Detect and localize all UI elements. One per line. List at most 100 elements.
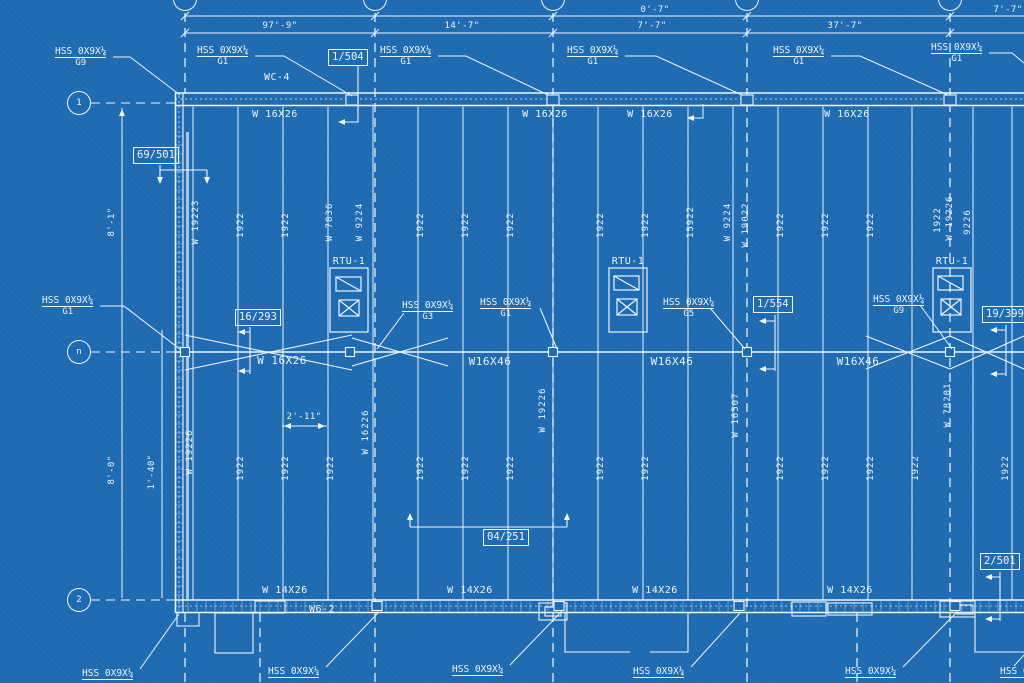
hss-size-label: HSS 0X9X¼ [380,45,432,57]
hss-grade-label: G1 [500,309,512,319]
dimension-tick [742,11,752,21]
joist-tag: 1922 [821,212,831,238]
hss-callout: HSS 0X9X¼ [82,668,134,680]
connection-node [179,346,191,358]
joist-tag: W 78201 [943,382,953,428]
hss-grade-label: G1 [587,57,599,67]
dimension-label: 37'-7" [827,21,863,31]
leader-arrowhead [119,109,125,116]
beam-label: W16X46 [836,355,880,368]
hss-leader [625,55,743,96]
joist-tag: 1922 [776,455,786,481]
joist-tag: W 19226 [538,387,548,433]
detail-callout-box: 1/504 [328,49,368,66]
grid-bubble: 2 [67,588,91,612]
top-chord-beam [175,92,1024,107]
joist-tag: 1922 [236,212,246,238]
detail-callout-box: 04/251 [483,529,529,546]
joist-tag: 1922 [821,455,831,481]
hss-size-label: HSS 0X9X¼ [633,666,685,678]
hss-leader [709,307,746,350]
leader-arrowhead [990,371,997,377]
rtu-label: RTU-1 [332,256,366,267]
beam-label: W 16X26 [522,109,568,120]
grid-bubble-top [541,0,565,11]
joist-tag: W 9224 [723,202,733,242]
leader-arrowhead [985,574,992,580]
hss-size-label: HSS 0X9X¼ [42,295,94,307]
leader-arrowhead [759,366,766,372]
hss-callout: HSS 0X9X¼ [845,666,897,678]
leader-arrowhead [338,119,345,125]
hss-leader [539,307,558,350]
hss-grade-label: G5 [683,309,695,319]
grid-bubble-top [735,0,759,11]
dimension-label-vertical: 8'-0" [107,455,117,485]
beam-label: W 16X26 [257,354,307,367]
hss-leader [509,612,561,666]
hss-leader [325,612,379,668]
connection-node [740,94,754,106]
beam-label: W 16X26 [824,109,870,120]
dimension-label-vertical: 8'-1" [107,207,117,237]
joist-tag: 1922 [236,455,246,481]
grid-bubble-top [173,0,197,11]
leader-arrowhead [985,616,992,622]
joist-tag: 1922 [776,212,786,238]
beam-label: W 14X26 [632,585,678,596]
joist-tag: 1922 [281,212,291,238]
joist-tag: W 19223 [191,199,201,245]
joist-tag: W 19022 [741,202,751,248]
connection-node [944,346,956,358]
connection-node [371,600,383,612]
rtu-label: RTU-1 [935,256,969,267]
dimension-label: 97'-9" [262,21,298,31]
member-tag: W6-2 [308,604,336,615]
hss-grade-label: G1 [217,57,229,67]
member-tag: WC-4 [263,72,291,83]
beam-label: W 16X26 [252,109,298,120]
leader-arrowhead [318,423,325,429]
connection-node [344,346,356,358]
hss-size-label: HSS 0X9X¼ [845,666,897,678]
hss-size-label: HSS 0X9X¼ [268,666,320,678]
generated-geometry [91,11,1024,683]
dimension-label: 14'-7" [444,21,480,31]
connection-node [553,600,565,612]
joist-tag: 1922 [641,212,651,238]
joist-tag: W 19226 [185,429,195,475]
joist-tag: 1922 [641,455,651,481]
hss-callout: HSS 0X9X¼ [268,666,320,678]
grid-bubble: n [67,340,91,364]
leader-arrowhead [238,329,245,335]
joist-tag: 1922 [416,455,426,481]
hss-size-label: HSS 0X9X¼ [480,297,532,309]
hss-grade-label: G3 [422,312,434,322]
dimension-tick [180,11,190,21]
joist-tag: 1922 [506,455,516,481]
connection-node [546,94,560,106]
callout-leader [340,66,359,123]
dimension-label-vertical: 1'-40" [147,454,157,490]
connection-node [733,600,745,612]
joist-tag: 1922 [506,212,516,238]
grid-bubble-top [363,0,387,11]
beam-label: W 14X26 [262,585,308,596]
hss-leader [113,56,181,96]
beam-label: W 14X26 [827,585,873,596]
beam-label: W16X46 [650,355,694,368]
detail-callout-box: 2/501 [980,553,1020,570]
hss-leader [690,612,741,668]
hss-grade-label: G1 [951,54,963,64]
hss-leader [438,55,549,96]
